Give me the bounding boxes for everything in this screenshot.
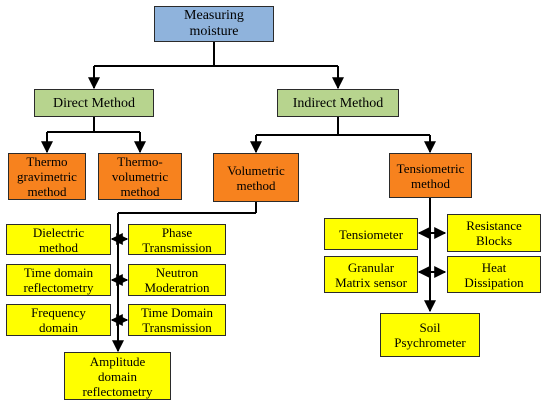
frequency-domain-node: Frequency domain xyxy=(6,304,111,336)
tensiometric-method-node: Tensiometric method xyxy=(389,153,472,198)
time-domain-transmission-node: Time Domain Transmission xyxy=(128,304,226,336)
direct-method-node: Direct Method xyxy=(34,89,154,117)
thermo-gravimetric-node: Thermo gravimetric method xyxy=(8,153,86,200)
resistance-blocks-node: Resistance Blocks xyxy=(447,214,541,252)
dielectric-method-node: Dielectric method xyxy=(6,224,111,255)
amplitude-domain-reflectometry-node: Amplitude domain reflectometry xyxy=(64,352,171,400)
time-domain-reflectometry-node: Time domain reflectometry xyxy=(6,264,111,296)
granular-matrix-sensor-node: Granular Matrix sensor xyxy=(324,256,418,293)
neutron-moderation-node: Neutron Moderatrion xyxy=(128,264,226,296)
soil-psychrometer-node: Soil Psychrometer xyxy=(380,313,480,357)
heat-dissipation-node: Heat Dissipation xyxy=(447,256,541,293)
indirect-method-node: Indirect Method xyxy=(277,89,399,117)
phase-transmission-node: Phase Transmission xyxy=(128,224,226,255)
thermo-volumetric-node: Thermo- volumetric method xyxy=(98,153,182,200)
tensiometer-node: Tensiometer xyxy=(324,218,418,250)
root-node: Measuring moisture xyxy=(154,6,274,42)
volumetric-method-node: Volumetric method xyxy=(213,153,299,202)
